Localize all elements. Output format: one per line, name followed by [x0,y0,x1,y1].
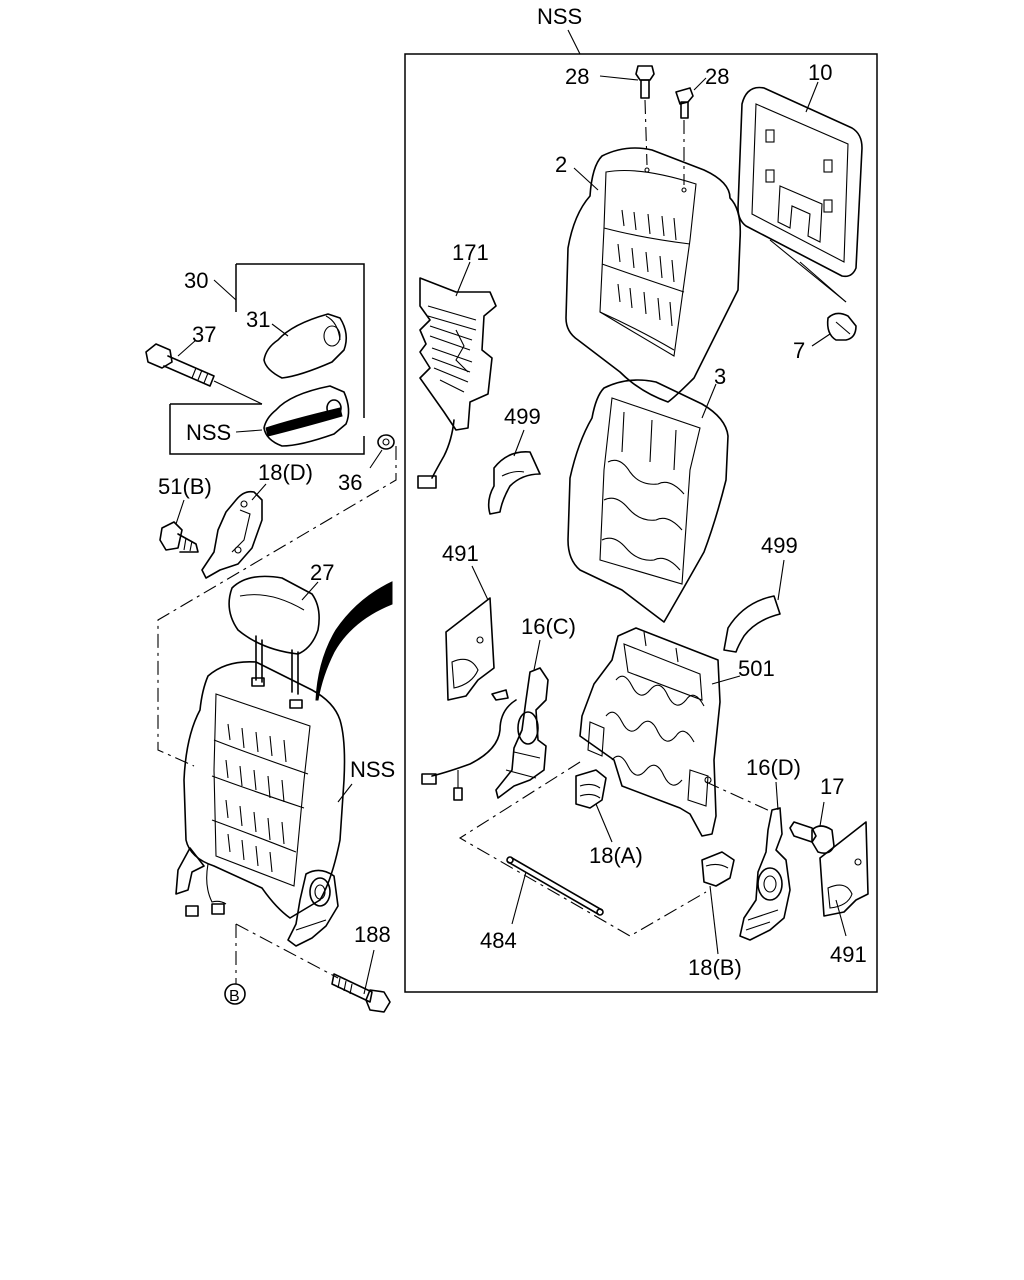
label-27: 27 [310,560,334,585]
label-nss-seat: NSS [350,757,395,782]
leader-10 [805,81,819,113]
dashed-align-right [705,781,773,813]
leader-188 [363,949,375,995]
label-18a: 18(A) [589,843,643,868]
dashed-to-188 [235,923,339,979]
label-10: 10 [808,60,832,85]
leader-18d [251,483,267,501]
leader-31 [271,323,289,337]
bolt-17 [789,821,835,854]
leader-nss-seat [337,783,353,803]
leader-3 [701,383,717,419]
label-499-upper: 499 [504,404,541,429]
bracket-box-nss [169,404,365,455]
dashed-connector-36 [157,446,397,767]
leader-36 [369,449,383,469]
seat-back-cover-2 [565,147,742,403]
label-31: 31 [246,307,270,332]
clip-7 [826,312,857,341]
cover-31 [263,313,348,379]
bracket-18b [701,851,735,887]
side-panel-491-right [819,821,869,917]
leader-18a [595,803,613,843]
washer-36 [377,434,395,450]
label-7: 7 [793,338,805,363]
leader-491-right [835,899,847,937]
label-171: 171 [452,240,489,265]
leader-28-left [599,75,639,81]
bracket-18a [575,769,607,809]
bolt-37 [145,343,263,405]
leader-27 [301,581,319,601]
label-2: 2 [555,152,567,177]
leader-18b [709,885,719,955]
label-nss-top: NSS [537,4,582,29]
label-491-left: 491 [442,541,479,566]
label-499-lower: 499 [761,533,798,558]
label-491-right: 491 [830,942,867,967]
leader-37 [177,339,197,357]
screw-28-right [675,87,694,185]
bolt-51b [159,521,199,553]
seat-back-pad-3 [567,379,729,623]
bracket-piece-nss [263,385,350,447]
assembly-frame [404,53,878,993]
leader-499-lower [777,559,785,601]
seat-edge-band [315,581,393,701]
dashed-align-left [458,761,707,937]
label-18b: 18(B) [688,955,742,980]
label-18d: 18(D) [258,460,313,485]
recliner-16c [421,667,549,801]
label-28-right: 28 [705,64,729,89]
clip-499-lower [723,595,781,653]
leader-501 [711,675,741,685]
label-nss-bracket: NSS [186,420,231,445]
bracket-18d [201,490,263,579]
label-ref-b: B [229,988,240,1005]
recliner-16d [739,807,791,941]
leader-28-right [693,77,707,91]
ref-b-circle [224,983,246,1005]
rod-484 [506,856,604,916]
label-16d: 16(D) [746,755,801,780]
leader-2 [573,167,599,191]
bolt-188 [331,973,391,1013]
leader-nss-bracket [235,429,263,433]
leader-484 [511,871,527,925]
leader-17 [819,801,825,827]
leader-7 [811,333,831,347]
label-36: 36 [338,470,362,495]
label-37: 37 [192,322,216,347]
leader-16c [533,639,541,671]
leader-499-upper [513,429,525,457]
group-box-30 [236,263,365,418]
seat-back-frame-501 [579,627,721,837]
leader-30 [213,279,237,301]
label-16c: 16(C) [521,614,576,639]
label-3: 3 [714,364,726,389]
heater-pad-171 [417,277,497,489]
label-484: 484 [480,928,517,953]
side-panel-491-left [445,597,495,701]
back-board-10 [737,86,863,303]
screw-28-left [635,65,655,166]
label-17: 17 [820,774,844,799]
leader-491-left [471,565,489,601]
label-28-left: 28 [565,64,589,89]
label-51b: 51(B) [158,474,212,499]
label-188: 188 [354,922,391,947]
leader-16d [775,781,779,811]
nss-top-leader [567,29,581,55]
leader-51b [175,499,185,525]
label-501: 501 [738,656,775,681]
leader-171 [455,261,471,297]
headrest-27 [228,575,320,695]
seat-back-assembly-nss [175,660,346,947]
clip-499-upper [487,451,541,515]
label-30: 30 [184,268,208,293]
